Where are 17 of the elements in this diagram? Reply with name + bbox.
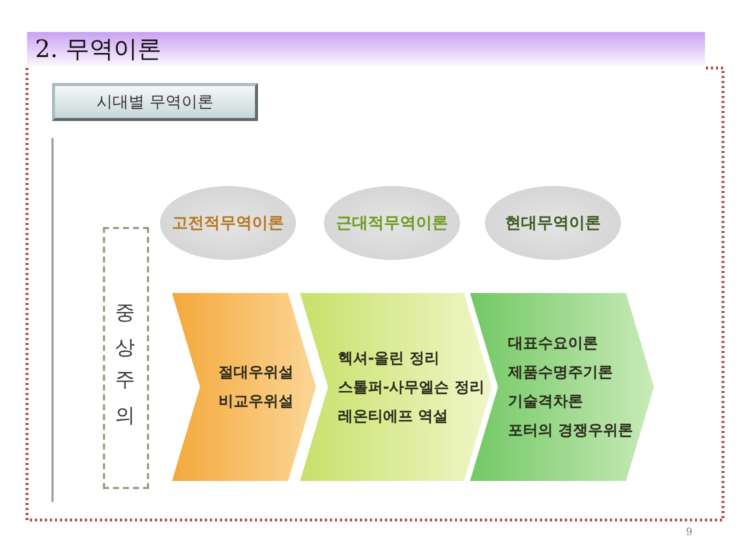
era-ellipse: 현대무역이론: [485, 186, 621, 260]
vertical-text: 중상주의: [112, 290, 138, 426]
section-button: 시대별 무역이론: [52, 83, 258, 121]
era-ellipse: 근대적무역이론: [324, 186, 460, 260]
theory-item: 레온티에프 역설: [338, 406, 448, 426]
page-number: 9: [686, 527, 692, 538]
theory-item: 절대우위설: [218, 362, 294, 383]
theory-item: 헥셔-올린 정리: [338, 348, 440, 368]
label-box: [103, 227, 149, 489]
theory-item: 포터의 경쟁우위론: [508, 420, 634, 441]
theory-item: 대표수요이론: [508, 333, 598, 354]
era-ellipse: 고전적무역이론: [160, 186, 296, 260]
theory-item: 기술격차론: [508, 391, 583, 412]
theory-item: 제품수명주기론: [508, 362, 613, 383]
slide-title: 2. 무역이론: [27, 32, 705, 66]
theory-item: 스톨퍼-사무엘슨 정리: [338, 376, 484, 398]
theory-item: 비교우위설: [218, 391, 294, 412]
